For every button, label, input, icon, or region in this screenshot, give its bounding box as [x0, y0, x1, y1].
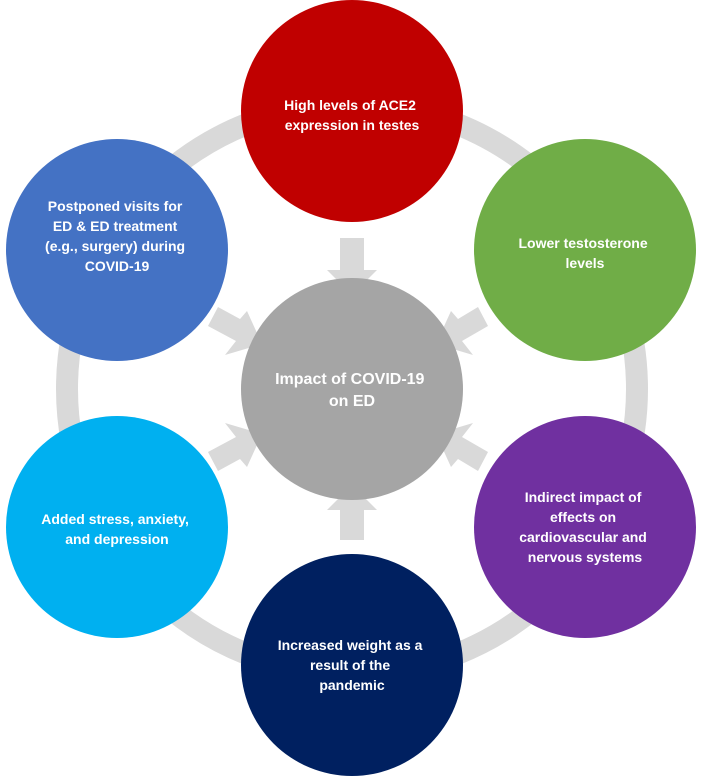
node-testosterone-circle — [474, 139, 696, 361]
node-postponed-circle — [6, 139, 228, 361]
node-testosterone-label: Lower testosterone levels — [518, 235, 651, 271]
node-weight-circle — [241, 554, 463, 776]
node-stress-circle — [6, 416, 228, 638]
node-label-line: result of the — [310, 657, 390, 673]
center-circle — [241, 278, 463, 500]
arrow-from-postponed — [208, 307, 262, 355]
node-indirect: Indirect impact of effects on cardiovasc… — [474, 416, 696, 638]
node-stress: Added stress, anxiety, and depression — [6, 416, 228, 638]
node-weight: Increased weight as a result of the pand… — [241, 554, 463, 776]
node-label-line: Increased weight as a — [278, 637, 423, 653]
node-label-line: cardiovascular and — [519, 529, 647, 545]
node-label-line: COVID-19 — [85, 258, 150, 274]
node-postponed-label: Postponed visits for ED & ED treatment (… — [45, 198, 189, 274]
node-ace2-label: High levels of ACE2 expression in testes — [284, 97, 420, 133]
node-postponed: Postponed visits for ED & ED treatment (… — [6, 139, 228, 361]
node-testosterone: Lower testosterone levels — [474, 139, 696, 361]
node-weight-label: Increased weight as a result of the pand… — [278, 637, 427, 693]
node-label-line: (e.g., surgery) during — [45, 238, 185, 254]
node-label-line: expression in testes — [285, 117, 420, 133]
node-indirect-circle — [474, 416, 696, 638]
node-indirect-label: Indirect impact of effects on cardiovasc… — [519, 489, 651, 565]
node-label-line: Lower testosterone — [518, 235, 647, 251]
node-label-line: effects on — [550, 509, 616, 525]
node-ace2-circle — [241, 0, 463, 222]
node-label-line: nervous systems — [528, 549, 643, 565]
node-label-line: High levels of ACE2 — [284, 97, 416, 113]
node-label-line: levels — [566, 255, 605, 271]
node-ace2: High levels of ACE2 expression in testes — [241, 0, 463, 222]
node-label-line: pandemic — [319, 677, 385, 693]
center-label-line: Impact of COVID-19 — [275, 371, 424, 388]
center-label-line: on ED — [329, 393, 375, 410]
node-stress-label: Added stress, anxiety, and depression — [41, 511, 192, 547]
node-label-line: Added stress, anxiety, — [41, 511, 189, 527]
arrow-from-stress — [208, 423, 262, 471]
node-label-line: ED & ED treatment — [53, 218, 178, 234]
node-label-line: Postponed visits for — [48, 198, 183, 214]
center-node: Impact of COVID-19 on ED — [241, 278, 463, 500]
node-label-line: Indirect impact of — [525, 489, 642, 505]
center-label: Impact of COVID-19 on ED — [275, 371, 429, 410]
node-label-line: and depression — [65, 531, 168, 547]
